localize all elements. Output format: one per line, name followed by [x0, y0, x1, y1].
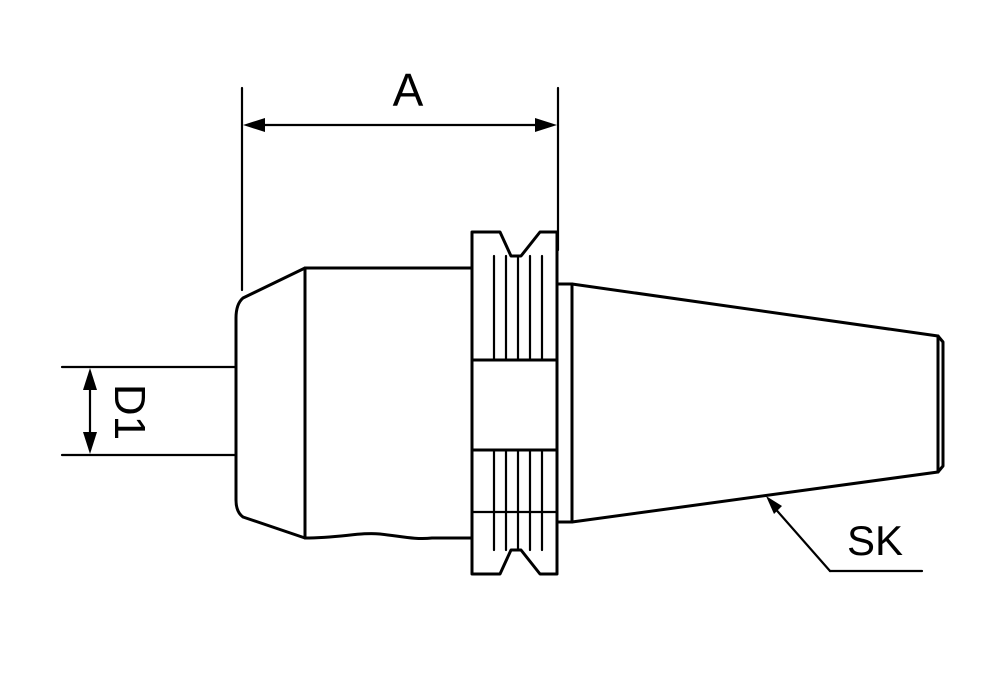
flange-bottom-block	[470, 448, 559, 576]
arrowhead-bottom	[83, 432, 97, 454]
dimension-d1-label: D1	[105, 384, 154, 440]
sk-leader-line	[770, 503, 832, 573]
taper-outline	[570, 282, 945, 524]
dimension-a-label: A	[393, 64, 424, 116]
arrowhead-top	[83, 368, 97, 390]
sk-callout: SK	[766, 496, 924, 573]
sk-label: SK	[847, 517, 903, 564]
dimension-d1: D1	[60, 365, 238, 457]
flange-top-block	[470, 230, 559, 362]
sk-arrowhead	[766, 496, 782, 514]
dimension-a: A	[240, 64, 560, 292]
arrowhead-left	[243, 118, 265, 132]
arrowhead-right	[535, 118, 557, 132]
flange	[470, 230, 559, 576]
taper-shank	[555, 282, 945, 524]
collet-body	[234, 266, 474, 540]
body-outline	[234, 266, 474, 540]
taper-collar	[555, 282, 574, 524]
